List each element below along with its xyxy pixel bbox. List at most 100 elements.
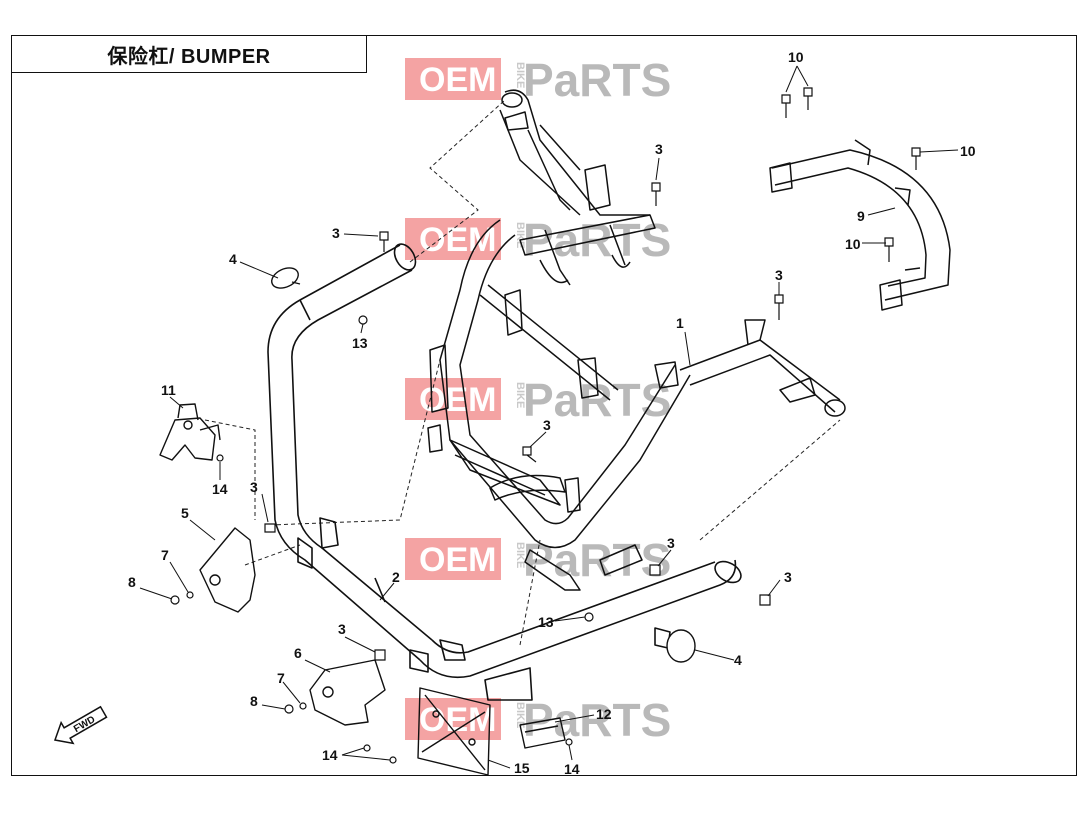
leader-3g	[767, 579, 781, 597]
watermark-oem-bg	[405, 58, 501, 100]
leader-3b	[655, 157, 660, 181]
bolt-8b	[284, 704, 294, 714]
leader-lines	[139, 65, 959, 769]
bumper-lower-tube	[419, 559, 737, 679]
frame-tube-end	[501, 92, 523, 108]
callout-10: 10	[960, 143, 976, 159]
leader-7b	[282, 681, 301, 704]
license-plate-cross	[421, 694, 486, 771]
bumper-tube-end	[393, 243, 417, 271]
callout-15: 15	[514, 760, 530, 776]
leader-8b	[261, 704, 286, 710]
washer-7a	[186, 591, 194, 599]
watermark-oem: OEM	[419, 541, 496, 579]
callout-14: 14	[322, 747, 338, 763]
bolt-3f	[649, 564, 661, 576]
frame-right-bracket	[779, 377, 816, 403]
washer-7b	[299, 702, 307, 710]
callout-4: 4	[229, 251, 237, 267]
callout-10: 10	[845, 236, 861, 252]
callout-9: 9	[857, 208, 865, 224]
page-title: 保险杠/ BUMPER	[107, 45, 271, 68]
frame-bracket	[577, 357, 599, 399]
dash-line-upper	[409, 99, 506, 263]
bolt-3b	[651, 182, 661, 206]
leader-9	[867, 207, 896, 216]
bumper-tab	[409, 649, 429, 673]
frame-upper-arch	[499, 89, 650, 216]
frame-right-socket	[824, 399, 846, 417]
frame-lower-bracket	[599, 544, 643, 576]
frame-lower-box	[449, 439, 561, 506]
callout-4: 4	[734, 652, 742, 668]
leader-3d	[529, 431, 547, 448]
nut-14c	[389, 756, 397, 764]
bolt-10c	[911, 147, 921, 170]
callout-3: 3	[775, 267, 783, 283]
leader-15	[487, 759, 511, 769]
bracket-body	[159, 417, 216, 461]
nut-14a	[216, 454, 224, 462]
nut-14d	[565, 738, 573, 746]
callout-6: 6	[294, 645, 302, 661]
frame-side-bracket	[564, 477, 581, 513]
nut-13b	[584, 612, 594, 622]
watermark-bike: BIKE	[514, 62, 526, 88]
callout-14: 14	[212, 481, 228, 497]
leader-13b	[554, 616, 586, 622]
dash-line-mid	[519, 539, 541, 646]
watermark-1: OEM PaRTS BIKE	[405, 54, 671, 106]
leader-8a	[139, 587, 173, 600]
leader-3h	[344, 636, 376, 653]
frame-main-loop	[439, 219, 691, 549]
bolt-8a	[170, 595, 180, 605]
leader-3e	[261, 493, 269, 523]
guard-center	[309, 659, 386, 726]
frame-hanger-loops	[539, 254, 631, 284]
bracket-flange	[199, 424, 221, 441]
license-plate-parts	[417, 687, 566, 776]
title-box: 保险杠/ BUMPER	[11, 35, 367, 73]
leader-6	[304, 659, 331, 673]
callout-7: 7	[161, 547, 169, 563]
end-cap-lower	[666, 629, 696, 663]
rear-bumper-tabs	[854, 139, 921, 271]
mounting-bracket	[159, 403, 221, 461]
end-cap-upper	[271, 267, 299, 289]
leader-11	[169, 396, 184, 409]
plate-hole	[468, 738, 476, 746]
callout-3: 3	[543, 417, 551, 433]
nut-13a	[358, 315, 368, 325]
dash-line-guard	[244, 544, 301, 566]
license-plate	[417, 687, 491, 776]
callout-14: 14	[564, 761, 580, 777]
bolt-3g	[759, 594, 771, 606]
leader-13a	[360, 323, 364, 334]
bumper-plate-bracket	[484, 667, 533, 701]
bumper-detail	[299, 299, 386, 603]
frame-assembly	[427, 89, 846, 591]
nut-14b	[363, 744, 371, 752]
rear-bumper-end	[879, 279, 903, 311]
fasteners	[170, 87, 921, 764]
bolt-3h	[374, 649, 386, 661]
callout-8: 8	[128, 574, 136, 590]
bumper-tab	[297, 537, 313, 569]
callout-labels: 1 2 3 3 3 3 3 3 3 3 4 4 5 6 7 7 8 8 9 10…	[128, 49, 976, 777]
watermark-oem: OEM	[419, 61, 496, 99]
leader-10b	[919, 149, 959, 153]
front-bumper-tube	[267, 243, 742, 701]
callout-3: 3	[332, 225, 340, 241]
frame-bracket	[429, 344, 449, 413]
bolt-10b	[803, 87, 813, 110]
frame-upper-bracket	[504, 111, 529, 131]
watermark-bike: BIKE	[514, 542, 526, 568]
frame-lower-foot	[524, 549, 581, 591]
leader-2	[379, 582, 395, 601]
watermark-oem-bg	[405, 378, 501, 420]
guard-parts	[199, 527, 386, 726]
frame-right-upright	[744, 319, 766, 346]
dash-line-right	[699, 419, 841, 541]
rear-bumper-end	[769, 162, 793, 193]
callout-13: 13	[538, 614, 554, 630]
